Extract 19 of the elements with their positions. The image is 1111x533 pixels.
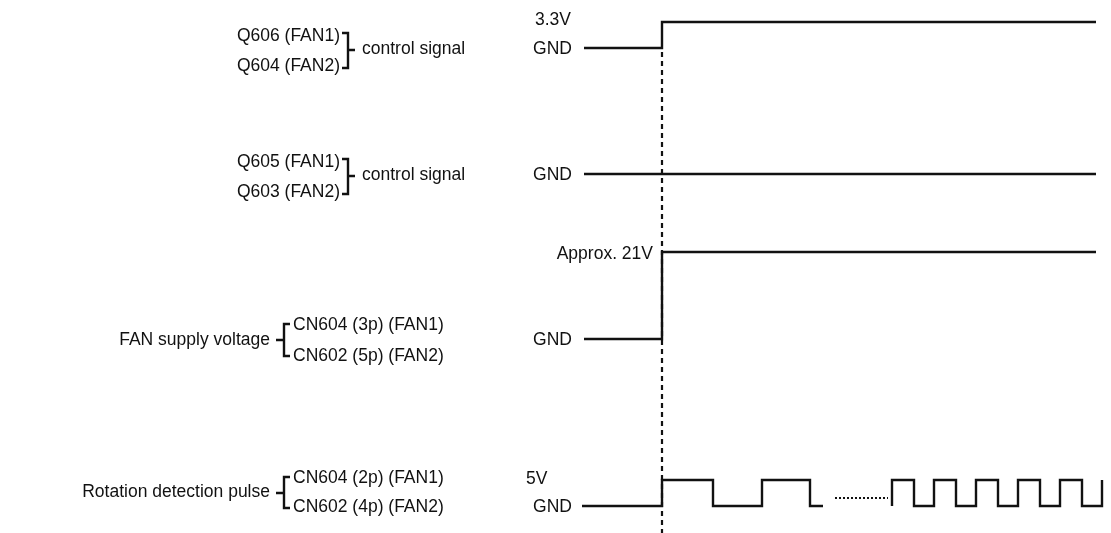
voltage-level-label: GND bbox=[533, 330, 572, 350]
connector-pin-label: CN604 (3p) (FAN1) bbox=[293, 315, 444, 335]
voltage-level-label: 5V bbox=[526, 469, 548, 489]
signal-name: control signal bbox=[362, 39, 466, 59]
voltage-level-label: 3.3V bbox=[535, 10, 571, 30]
voltage-level-label: GND bbox=[533, 165, 572, 185]
component-label: Q605 (FAN1) bbox=[236, 152, 340, 172]
connector-pin-label: CN604 (2p) (FAN1) bbox=[293, 468, 444, 488]
connector-pin-label: CN602 (4p) (FAN2) bbox=[293, 497, 444, 517]
voltage-level-label: Approx. 21V bbox=[556, 244, 653, 264]
signal-name: FAN supply voltage bbox=[119, 330, 270, 350]
connector-pin-label: CN602 (5p) (FAN2) bbox=[293, 346, 444, 366]
voltage-level-label: GND bbox=[533, 39, 572, 59]
component-label: Q606 (FAN1) bbox=[236, 26, 340, 46]
voltage-level-label: GND bbox=[533, 497, 572, 517]
component-label: Q604 (FAN2) bbox=[236, 56, 340, 76]
signal-name: control signal bbox=[362, 165, 466, 185]
component-label: Q603 (FAN2) bbox=[236, 182, 340, 202]
signal-name: Rotation detection pulse bbox=[82, 482, 270, 502]
